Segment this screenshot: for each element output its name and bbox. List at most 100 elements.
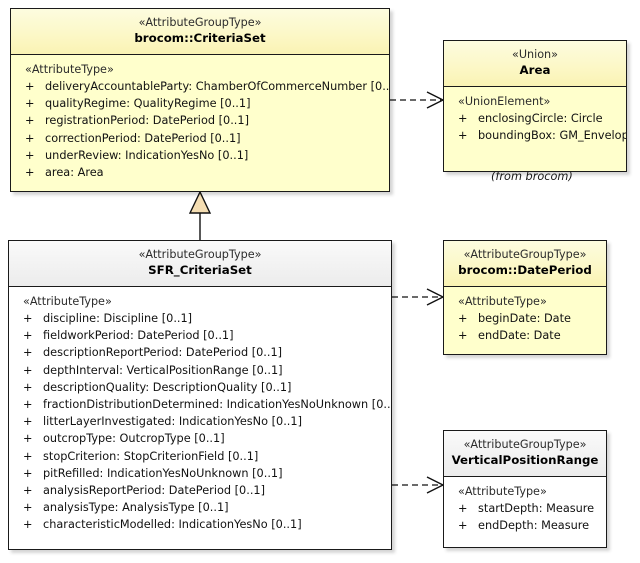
attribute-visibility: + (23, 518, 33, 532)
attribute-visibility: + (458, 112, 468, 125)
attribute-visibility: + (458, 519, 468, 533)
class-stereotype: «AttributeGroupType» (463, 248, 587, 261)
attribute-row: + registrationPeriod: DatePeriod [0..1] (11, 112, 389, 129)
class-stereotype: «AttributeGroupType» (138, 16, 262, 29)
attribute-text: startDepth: Measure (478, 502, 595, 515)
attribute-row: +analysisType: AnalysisType [0..1] (9, 499, 391, 516)
attribute-text: pitRefilled: IndicationYesNoUnknown [0..… (43, 466, 283, 480)
attribute-visibility: + (23, 380, 33, 394)
attribute-text: fieldworkPeriod: DatePeriod [0..1] (43, 329, 234, 343)
class-name: SFR_CriteriaSet (148, 263, 252, 277)
attribute-text: stopCriterion: StopCriterionField [0..1] (43, 449, 259, 463)
attribute-row: + descriptionReportPeriod: DatePeriod [0.… (9, 344, 391, 361)
attribute-row: + startDepth: Measure (444, 500, 606, 517)
attribute-row: + fieldworkPeriod: DatePeriod [0..1] (9, 327, 391, 344)
attribute-text: beginDate: Date (478, 312, 571, 325)
attribute-row: + discipline: Discipline [0..1] (9, 310, 391, 327)
attribute-text: outcropType: OutcropType [0..1] (43, 432, 225, 446)
dependency-sfr-to-dateperiod (392, 288, 445, 306)
class-header-sfr-criteriaset: «AttributeGroupType» SFR_CriteriaSet (9, 241, 391, 287)
attribute-row: + characteristicModelled: IndicationYesNo… (9, 516, 391, 533)
attribute-row: +depthInterval: VerticalPositionRange [0… (9, 362, 391, 379)
class-stereotype: «AttributeGroupType» (463, 438, 587, 451)
class-name: Area (519, 63, 551, 77)
attribute-text: analysisReportPeriod: DatePeriod [0..1] (43, 484, 265, 498)
attribute-section-stereotype: «UnionElement» (458, 95, 551, 108)
attribute-section-stereotype: «AttributeType» (458, 485, 547, 498)
class-name: VerticalPositionRange (451, 453, 599, 467)
attribute-text: endDate: Date (478, 329, 561, 343)
attribute-visibility: + (23, 398, 33, 412)
class-header-verticalpositionrange: «AttributeGroupType» VerticalPositionRan… (444, 431, 606, 477)
attribute-row: + qualityRegime: QualityRegime [0..1] (11, 95, 389, 112)
attribute-visibility: + (458, 502, 468, 515)
attribute-visibility: + (458, 329, 468, 343)
attribute-text: analysisType: AnalysisType [0..1] (43, 501, 229, 515)
attribute-visibility: + (23, 363, 33, 377)
attribute-visibility: + (23, 346, 33, 360)
class-stereotype: «Union» (511, 48, 558, 61)
attribute-visibility: + (23, 466, 33, 480)
attribute-text: boundingBox: GM_Envelope (478, 129, 627, 143)
attribute-text: area: Area (45, 166, 104, 180)
class-attributes-area: «UnionElement» +enclosingCircle: Circle … (444, 87, 626, 151)
attribute-visibility: + (25, 166, 35, 180)
class-stereotype: «AttributeGroupType» (138, 248, 262, 261)
class-box-brocom-criteriaset[interactable]: «AttributeGroupType» brocom::CriteriaSet… (10, 8, 390, 192)
class-name: brocom::DatePeriod (458, 263, 592, 277)
attribute-text: correctionPeriod: DatePeriod [0..1] (45, 131, 241, 145)
attribute-visibility: + (23, 312, 33, 325)
class-attributes-verticalpositionrange: «AttributeType» + startDepth: Measure + en… (444, 477, 606, 541)
attribute-section-stereotype: «AttributeType» (25, 63, 114, 76)
attribute-text: enclosingCircle: Circle (478, 112, 603, 125)
attribute-row: + stopCriterion: StopCriterionField [0..1… (9, 448, 391, 465)
attribute-text: fractionDistributionDetermined: Indicati… (43, 398, 392, 412)
attribute-section-stereotype: «AttributeType» (458, 295, 547, 308)
class-attributes-sfr-criteriaset: «AttributeType» + discipline: Discipline … (9, 287, 391, 541)
attribute-row: + descriptionQuality: DescriptionQuality … (9, 379, 391, 396)
class-box-verticalpositionrange[interactable]: «AttributeGroupType» VerticalPositionRan… (443, 430, 607, 548)
attribute-row: + beginDate: Date (444, 310, 606, 327)
class-header-area: «Union» Area (444, 41, 626, 87)
attribute-text: endDepth: Measure (478, 519, 590, 533)
attribute-row: + boundingBox: GM_Envelope (444, 127, 626, 144)
class-attributes-brocom-dateperiod: «AttributeType» + beginDate: Date + endDat… (444, 287, 606, 351)
attribute-visibility: + (458, 312, 468, 325)
attribute-section-stereotype: «AttributeType» (23, 295, 112, 308)
attribute-row: + fractionDistributionDetermined: Indicat… (9, 396, 391, 413)
class-box-brocom-dateperiod[interactable]: «AttributeGroupType» brocom::DatePeriod … (443, 240, 607, 355)
attribute-row: +correctionPeriod: DatePeriod [0..1] (11, 130, 389, 147)
attribute-text: litterLayerInvestigated: IndicationYesNo… (43, 415, 302, 429)
attribute-text: descriptionReportPeriod: DatePeriod [0..… (43, 346, 283, 360)
attribute-text: registrationPeriod: DatePeriod [0..1] (45, 114, 249, 128)
attribute-text: discipline: Discipline [0..1] (43, 312, 193, 325)
attribute-visibility: + (458, 129, 468, 143)
area-package-note: (from brocom) (491, 170, 573, 183)
attribute-row: + outcropType: OutcropType [0..1] (9, 430, 391, 447)
dependency-criteriaset-to-area (390, 91, 445, 109)
attribute-visibility: + (23, 329, 33, 343)
attribute-visibility: + (23, 449, 33, 463)
class-box-area[interactable]: «Union» Area «UnionElement» + enclosingCi… (443, 40, 627, 172)
attribute-text: descriptionQuality: DescriptionQuality [… (43, 380, 292, 394)
dependency-sfr-to-verticalpositionrange (392, 476, 445, 494)
attribute-row: +deliveryAccountableParty: ChamberOfComm… (11, 78, 389, 95)
generalization-sfr-to-criteriaset (188, 190, 212, 240)
attribute-row: +underReview: IndicationYesNo [0..1] (11, 147, 389, 164)
attribute-row: + enclosingCircle: Circle (444, 110, 626, 127)
class-box-sfr-criteriaset[interactable]: «AttributeGroupType» SFR_CriteriaSet «At… (8, 240, 392, 550)
attribute-text: characteristicModelled: IndicationYesNo … (43, 518, 302, 532)
class-header-brocom-dateperiod: «AttributeGroupType» brocom::DatePeriod (444, 241, 606, 287)
attribute-visibility: + (25, 80, 35, 93)
attribute-row: + endDate: Date (444, 327, 606, 344)
attribute-visibility: + (25, 114, 35, 128)
attribute-row: + endDepth: Measure (444, 517, 606, 534)
attribute-row: +analysisReportPeriod: DatePeriod [0..1] (9, 482, 391, 499)
attribute-row: +litterLayerInvestigated: IndicationYesN… (9, 413, 391, 430)
class-name: brocom::CriteriaSet (134, 31, 266, 45)
attribute-visibility: + (25, 97, 35, 111)
attribute-row: + pitRefilled: IndicationYesNoUnknown [0.… (9, 465, 391, 482)
attribute-visibility: + (25, 148, 35, 162)
attribute-visibility: + (23, 432, 33, 446)
attribute-text: qualityRegime: QualityRegime [0..1] (45, 97, 251, 111)
